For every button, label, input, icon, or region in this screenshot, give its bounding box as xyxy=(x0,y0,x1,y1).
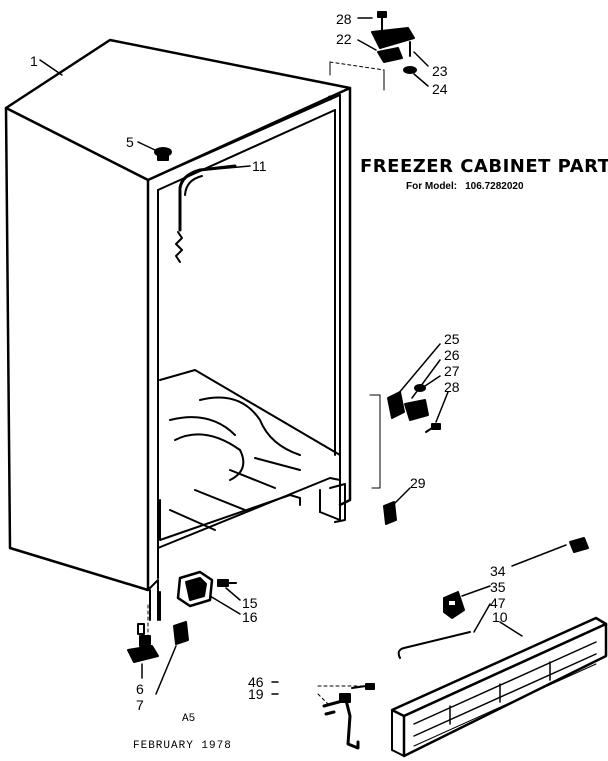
callout-5: 5 xyxy=(126,134,134,150)
leveler-bracket-15-16 xyxy=(176,570,237,608)
callout-27: 27 xyxy=(444,363,460,379)
freezer-cabinet xyxy=(4,38,352,621)
model-line: For Model: 106.7282020 xyxy=(406,181,524,192)
clip-part-34 xyxy=(569,537,589,553)
callout-16: 16 xyxy=(242,609,258,625)
callout-46: 46 xyxy=(248,674,264,690)
middle-hinge-assembly xyxy=(369,384,441,489)
callout-11: 11 xyxy=(252,158,267,174)
callout-47: 47 xyxy=(490,595,506,611)
tubing-part-11 xyxy=(175,164,237,263)
bracket-part-29 xyxy=(383,501,397,525)
callout-labels: 1 5 11 28 22 23 24 25 26 27 28 29 15 16 … xyxy=(30,11,508,713)
footer-code: A5 xyxy=(182,713,196,725)
model-number: 106.7282020 xyxy=(465,181,524,192)
callout-29: 29 xyxy=(410,475,426,491)
screw-part-46 xyxy=(351,683,375,690)
callout-6: 6 xyxy=(136,681,144,697)
diagram-title: FREEZER CABINET PARTS xyxy=(360,156,608,177)
callout-28-top: 28 xyxy=(336,11,352,27)
callout-23: 23 xyxy=(432,63,448,79)
callout-19: 19 xyxy=(248,686,264,702)
clip-part-35 xyxy=(443,591,465,619)
callout-7: 7 xyxy=(136,697,144,713)
callout-15: 15 xyxy=(242,595,258,611)
callout-10: 10 xyxy=(492,609,508,625)
model-label: For Model: xyxy=(406,181,458,192)
wire-part-47 xyxy=(397,631,471,659)
top-hinge-assembly xyxy=(329,11,417,91)
callout-28-middle: 28 xyxy=(444,379,460,395)
grille-part-10 xyxy=(390,616,608,758)
callout-22: 22 xyxy=(336,31,352,47)
callout-25: 25 xyxy=(444,331,460,347)
callout-24: 24 xyxy=(432,81,448,97)
callout-26: 26 xyxy=(444,347,460,363)
footer-date: FEBRUARY 1978 xyxy=(133,740,232,752)
bracket-part-19 xyxy=(322,693,360,750)
callout-1: 1 xyxy=(30,53,38,69)
clip-part-7 xyxy=(173,621,189,645)
callout-34: 34 xyxy=(490,563,506,579)
plug-part-5 xyxy=(154,147,172,161)
callout-35: 35 xyxy=(490,579,506,595)
leveling-leg-6 xyxy=(127,604,159,663)
